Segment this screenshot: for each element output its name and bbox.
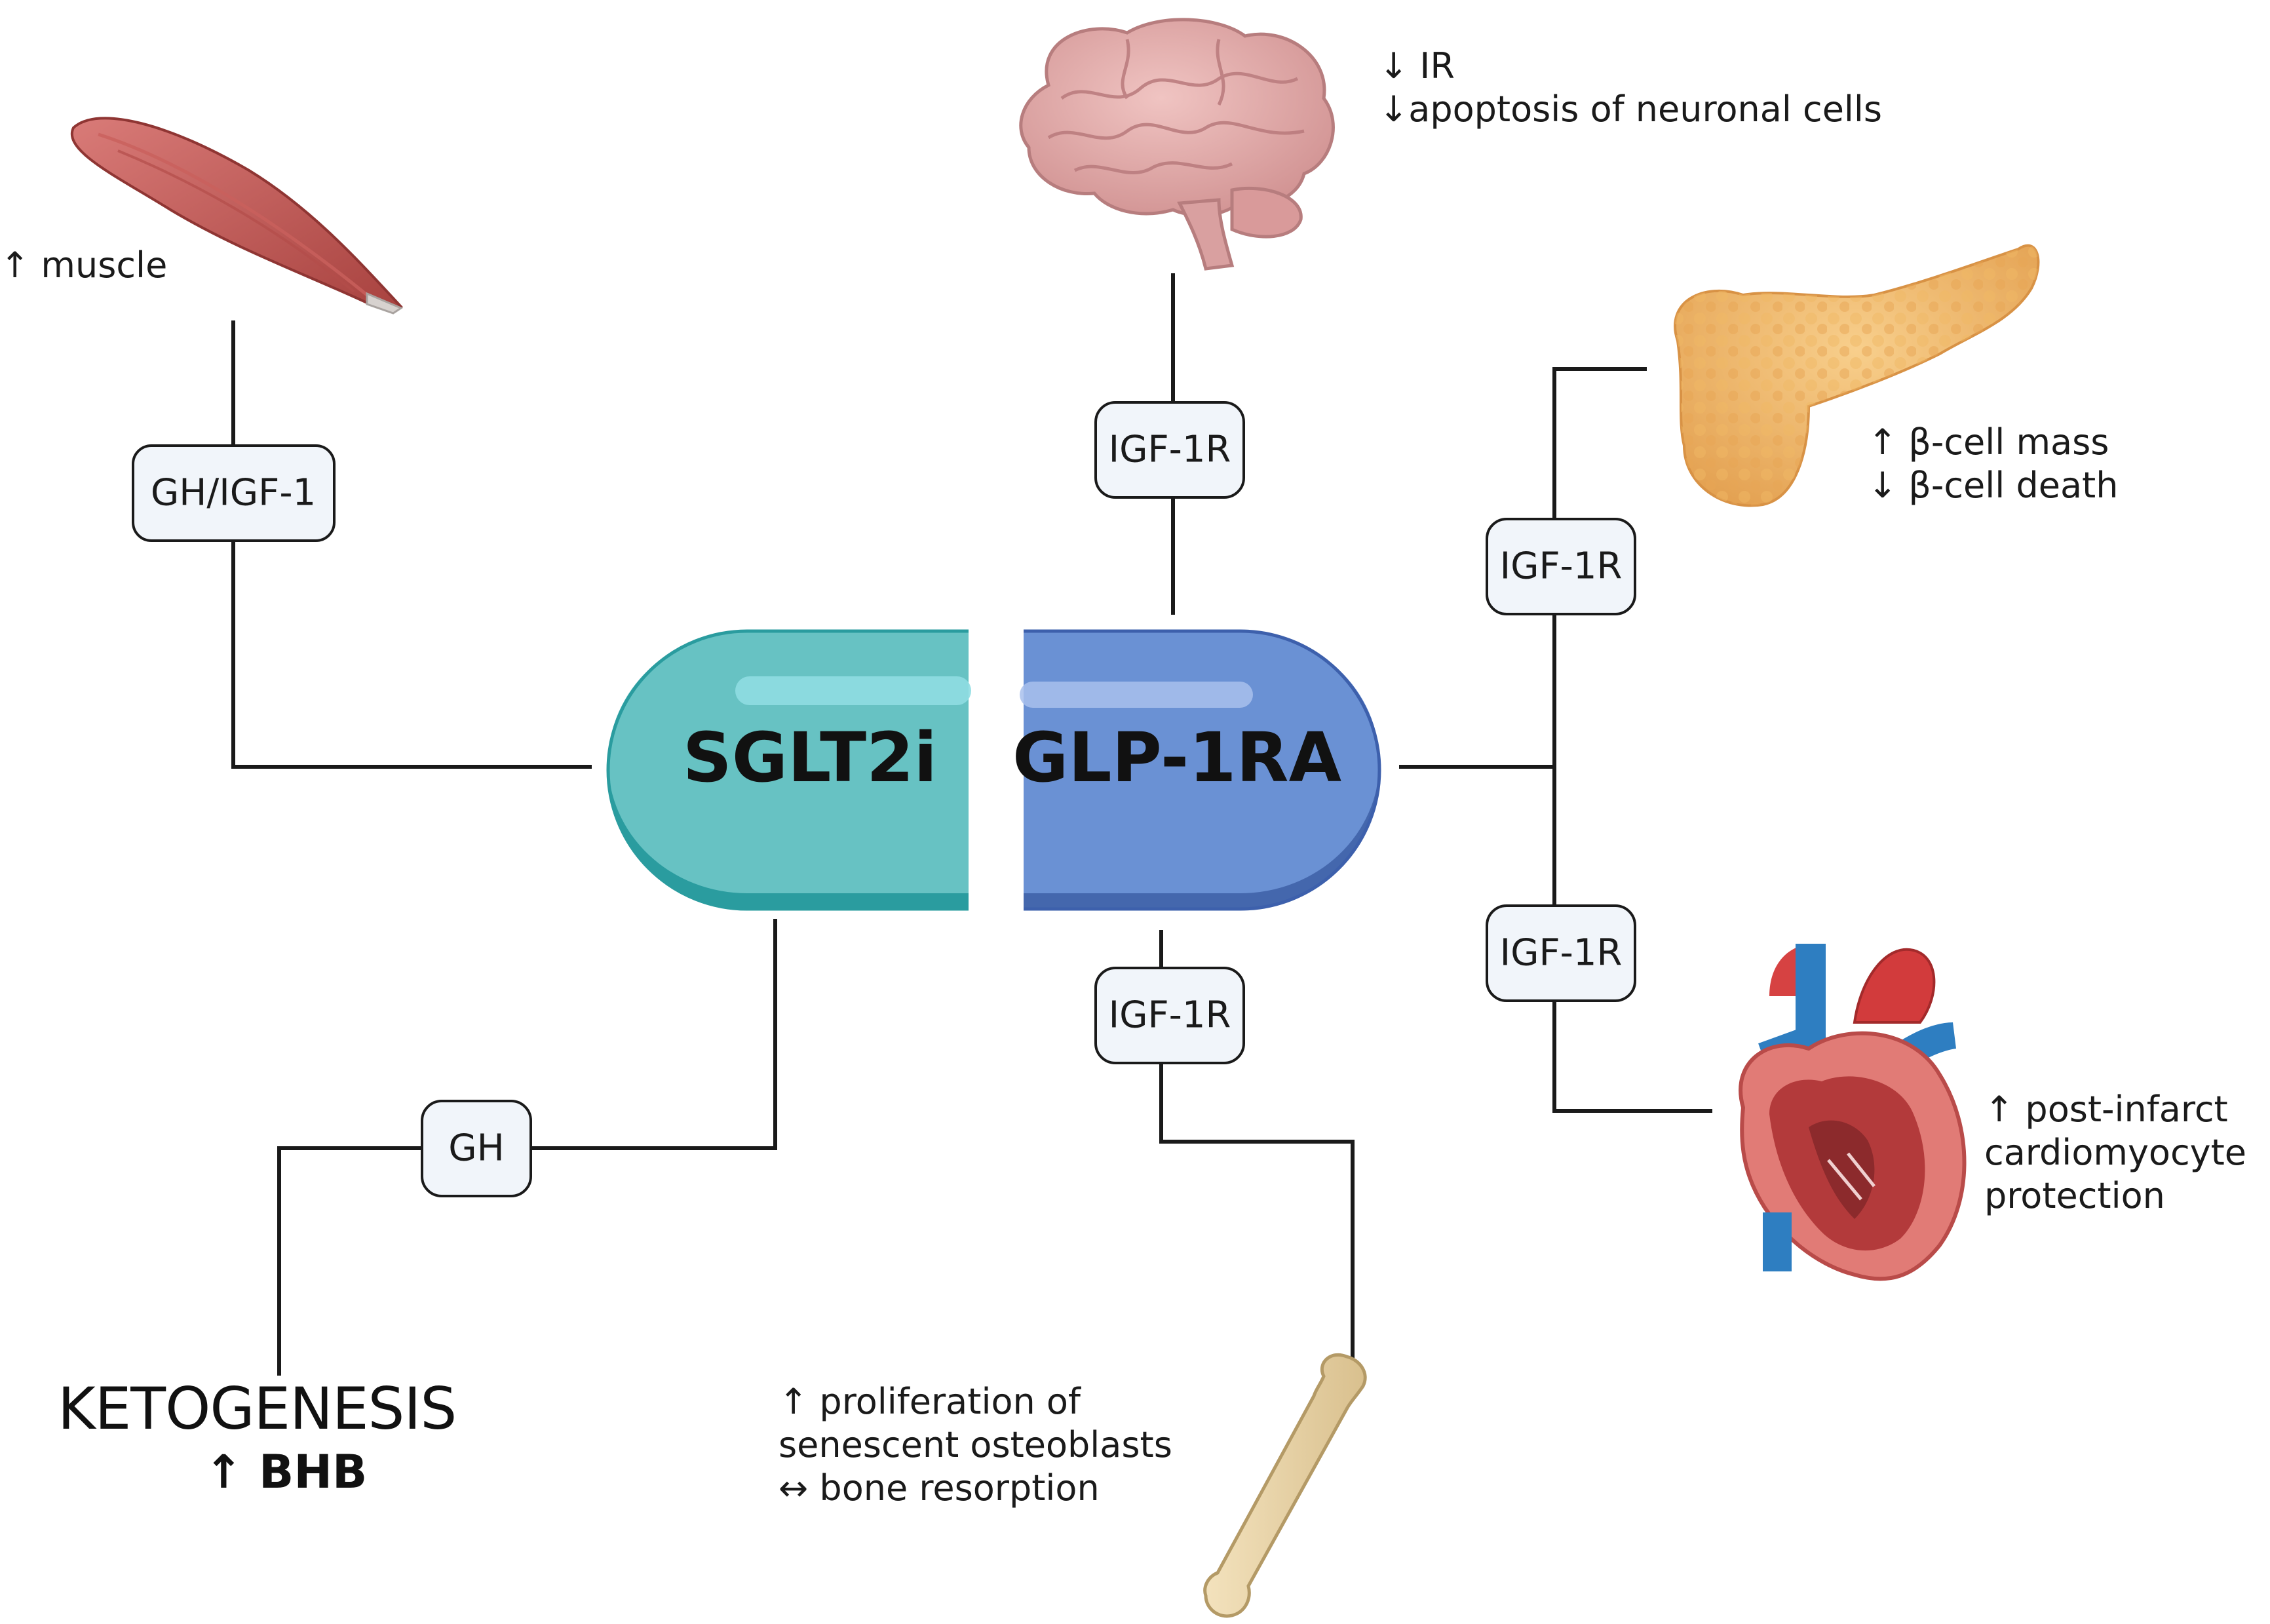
pancreas-note: ↑ β-cell mass ↓ β-cell death [1868,421,2118,507]
glp1ra-capsule: GLP-1RA [1012,629,1381,911]
gh-label: GH [448,1127,505,1170]
heart-note-line3: protection [1984,1175,2165,1216]
muscle-icon [70,117,404,315]
glp1ra-label: GLP-1RA [1012,718,1341,798]
bone-receptor-box: IGF-1R [1094,967,1245,1064]
heart-note-line1: ↑ post-infarct [1984,1089,2228,1130]
heart-receptor-label: IGF-1R [1500,932,1623,975]
muscle-note-text: ↑ muscle [0,244,168,286]
connector-pancreas [1552,367,1647,769]
heart-icon [1739,944,1967,1281]
heart-note: ↑ post-infarct cardiomyocyte protection [1984,1088,2246,1218]
bone-receptor-label: IGF-1R [1109,994,1231,1037]
heart-receptor-box: IGF-1R [1486,904,1636,1002]
brain-note-line1: ↓ IR [1379,45,1455,87]
pancreas-note-line2: ↓ β-cell death [1868,465,2119,506]
pancreas-icon [1674,244,2040,507]
brain-note-line2: ↓apoptosis of neuronal cells [1379,88,1883,130]
brain-receptor-box: IGF-1R [1094,401,1245,499]
brain-note: ↓ IR ↓apoptosis of neuronal cells [1379,45,1882,131]
gh-igf1-label: GH/IGF-1 [151,472,316,514]
connector-muscle [231,320,592,769]
ketogenesis-title: KETOGENESIS [58,1375,457,1442]
pancreas-receptor-label: IGF-1R [1500,545,1623,588]
sglt2i-capsule: SGLT2i [606,629,971,911]
connector-lines [231,273,1712,1376]
pancreas-note-line1: ↑ β-cell mass [1868,421,2109,463]
gh-igf1-box: GH/IGF-1 [132,444,336,542]
bone-note-line3: ↔ bone resorption [779,1467,1100,1509]
bone-icon [1203,1353,1367,1618]
ketogenesis-subtitle: ↑ BHB [204,1445,368,1499]
brain-icon [1019,18,1335,271]
bone-note: ↑ proliferation of senescent osteoblasts… [779,1380,1172,1510]
connector-heart [1552,765,1712,1113]
heart-note-line2: cardiomyocyte [1984,1132,2246,1173]
bone-note-line1: ↑ proliferation of [779,1381,1081,1422]
muscle-note: ↑ muscle [0,244,167,287]
gh-box: GH [421,1100,532,1197]
sglt2i-label: SGLT2i [683,718,937,798]
bone-note-line2: senescent osteoblasts [779,1424,1172,1465]
pancreas-receptor-box: IGF-1R [1486,518,1636,615]
drug-pill: SGLT2i GLP-1RA [606,629,1381,911]
brain-receptor-label: IGF-1R [1109,429,1231,471]
